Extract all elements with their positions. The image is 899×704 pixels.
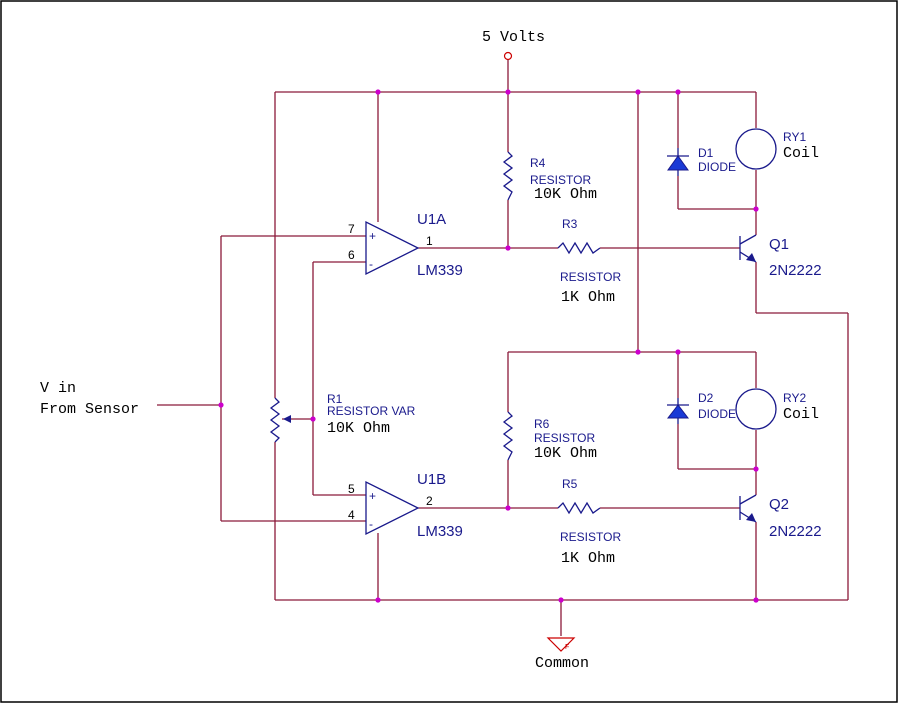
r5-ref: R5 <box>562 477 578 491</box>
junction-dot <box>505 505 511 511</box>
d2-type: DIODE <box>698 407 736 421</box>
r5-type: RESISTOR <box>560 530 621 544</box>
r6-value: 10K Ohm <box>534 445 597 462</box>
ry1-type: Coil <box>783 145 819 162</box>
r3-value: 1K Ohm <box>561 289 615 306</box>
u1b-pin-minus: 4 <box>348 508 355 522</box>
u1b-ref: U1B <box>417 471 446 488</box>
u1a-minus-sign: - <box>369 257 373 271</box>
r1-type: RESISTOR VAR <box>327 404 416 418</box>
resistor-r6 <box>502 411 514 461</box>
supply-label: 5 Volts <box>482 29 545 46</box>
junction-dot <box>753 466 759 472</box>
resistor-r1 <box>269 397 291 443</box>
junction-dot <box>675 349 681 355</box>
r6-type: RESISTOR <box>534 431 595 445</box>
diode-d1 <box>667 148 689 176</box>
u1a-part: LM339 <box>417 262 463 279</box>
ground-label: Common <box>535 655 589 672</box>
junction-dot <box>375 89 381 95</box>
resistor-r5 <box>557 501 601 515</box>
junction-dot <box>753 597 759 603</box>
r1-value: 10K Ohm <box>327 420 390 437</box>
transistor-q2 <box>739 494 757 523</box>
u1a-plus-sign: + <box>369 229 376 243</box>
u1a-pin-minus: 6 <box>348 248 355 262</box>
q1-ref: Q1 <box>769 236 789 253</box>
q1-part: 2N2222 <box>769 262 822 279</box>
u1a-pin-plus: 7 <box>348 222 355 236</box>
u1b-part: LM339 <box>417 523 463 540</box>
r1-ref: R1 <box>327 392 343 406</box>
u1a-pin-out: 1 <box>426 234 433 248</box>
q2-ref: Q2 <box>769 496 789 513</box>
u1b-minus-sign: - <box>369 517 373 531</box>
u1b-pin-out: 2 <box>426 494 433 508</box>
q2-part: 2N2222 <box>769 523 822 540</box>
resistor-r3 <box>557 241 601 255</box>
ground-pin-letter: F <box>565 644 569 651</box>
junction-dot <box>753 206 759 212</box>
u1b-plus-sign: + <box>369 489 376 503</box>
input-label-line1: V in <box>40 380 76 397</box>
comparator-u1a: + - <box>365 220 420 276</box>
r6-ref: R6 <box>534 417 550 431</box>
input-label-line2: From Sensor <box>40 401 139 418</box>
junction-dot <box>375 597 381 603</box>
r3-ref: R3 <box>562 217 578 231</box>
relay-coil-ry2 <box>735 388 777 430</box>
junction-dot <box>558 597 564 603</box>
junction-dot <box>635 349 641 355</box>
comparator-u1b: + - <box>365 480 420 536</box>
supply-terminal <box>503 51 513 61</box>
r4-type: RESISTOR <box>530 173 591 187</box>
ground-symbol: F <box>546 637 576 652</box>
u1a-ref: U1A <box>417 211 446 228</box>
ry1-ref: RY1 <box>783 130 806 144</box>
relay-coil-ry1 <box>735 128 777 170</box>
diode-d2 <box>666 398 690 424</box>
u1b-pin-plus: 5 <box>348 482 355 496</box>
r5-value: 1K Ohm <box>561 550 615 567</box>
r4-value: 10K Ohm <box>534 186 597 203</box>
junction-dots <box>218 89 759 603</box>
r3-type: RESISTOR <box>560 270 621 284</box>
ry2-ref: RY2 <box>783 391 806 405</box>
junction-dot <box>310 416 316 422</box>
wires <box>157 60 849 636</box>
junction-dot <box>218 402 224 408</box>
junction-dot <box>635 89 641 95</box>
r1-wiper-arrow <box>283 415 291 423</box>
r4-ref: R4 <box>530 156 546 170</box>
d2-ref: D2 <box>698 391 714 405</box>
junction-dot <box>675 89 681 95</box>
d1-ref: D1 <box>698 146 714 160</box>
junction-dot <box>505 89 511 95</box>
d1-type: DIODE <box>698 160 736 174</box>
resistor-r4 <box>502 151 514 201</box>
junction-dot <box>505 245 511 251</box>
transistor-q1 <box>739 234 757 263</box>
ry2-type: Coil <box>783 406 819 423</box>
